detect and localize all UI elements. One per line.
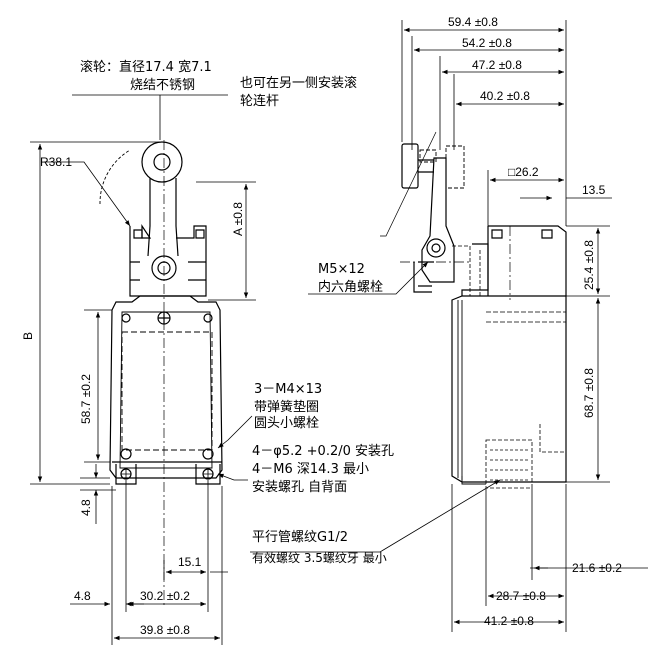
- mount-note-line2: 轮连杆: [240, 94, 280, 109]
- front-view-dimensions: [30, 95, 256, 645]
- dim-21-6: 21.6 ±0.2: [572, 561, 622, 575]
- dim-41-2: 41.2 ±0.8: [484, 614, 534, 628]
- dim-68-7: 68.7 ±0.8: [582, 368, 596, 418]
- dim-54-2: 54.2 ±0.8: [462, 36, 512, 50]
- dim-39-8: 39.8 ±0.8: [140, 623, 190, 637]
- screw-note-line1: 3－M4×13: [254, 382, 323, 397]
- hex-bolt-note-line2: 内六角螺栓: [318, 280, 384, 295]
- hole-note-line3: 安装螺孔 自背面: [252, 480, 348, 495]
- dim-15-1: 15.1: [178, 555, 202, 569]
- front-view: [100, 140, 222, 605]
- screw-note-line3: 圆头小螺栓: [254, 416, 320, 431]
- dim-30-2: 30.2 ±0.2: [140, 589, 190, 603]
- side-view: [400, 144, 566, 488]
- side-view-dimensions: [218, 20, 648, 632]
- mount-note-line1: 也可在另一侧安装滚: [240, 76, 358, 91]
- thread-note-line1: 平行管螺纹G1/2: [252, 530, 348, 545]
- roller-note-line1: 滚轮：直径17.4 宽7.1: [80, 60, 212, 75]
- dim-r38-1: R38.1: [40, 155, 73, 169]
- dim-13-5: 13.5: [582, 183, 606, 197]
- screw-note-line2: 带弹簧垫圈: [254, 400, 320, 415]
- hole-note-line1: 4－φ5.2 +0.2/0 安装孔: [252, 444, 395, 459]
- dim-b: B: [21, 331, 35, 340]
- dim-28-7: 28.7 ±0.8: [496, 589, 546, 603]
- roller: [142, 142, 182, 182]
- dim-58-7: 58.7 ±0.2: [79, 374, 93, 424]
- dim-47-2: 47.2 ±0.8: [472, 58, 522, 72]
- side-body: [452, 296, 566, 482]
- dim-26-2: □26.2: [508, 165, 539, 179]
- roller-note-line2: 烧结不锈钢: [130, 78, 196, 93]
- dim-40-2: 40.2 ±0.8: [480, 89, 530, 103]
- dim-4-8-horizontal: 4.8: [74, 589, 91, 603]
- dim-4-8-vertical: 4.8: [79, 499, 93, 516]
- hex-bolt-note-line1: M5×12: [318, 262, 365, 277]
- dim-a: A ±0.8: [231, 202, 245, 236]
- hole-note-line2: 4－M6 深14.3 最小: [252, 462, 369, 477]
- lever-arm: [148, 178, 178, 256]
- thread-note-line2: 有效螺纹 3.5螺纹牙 最小: [252, 551, 387, 565]
- dim-59-4: 59.4 ±0.8: [448, 15, 498, 29]
- dim-25-4: 25.4 ±0.8: [582, 240, 596, 290]
- switch-body: [110, 296, 222, 478]
